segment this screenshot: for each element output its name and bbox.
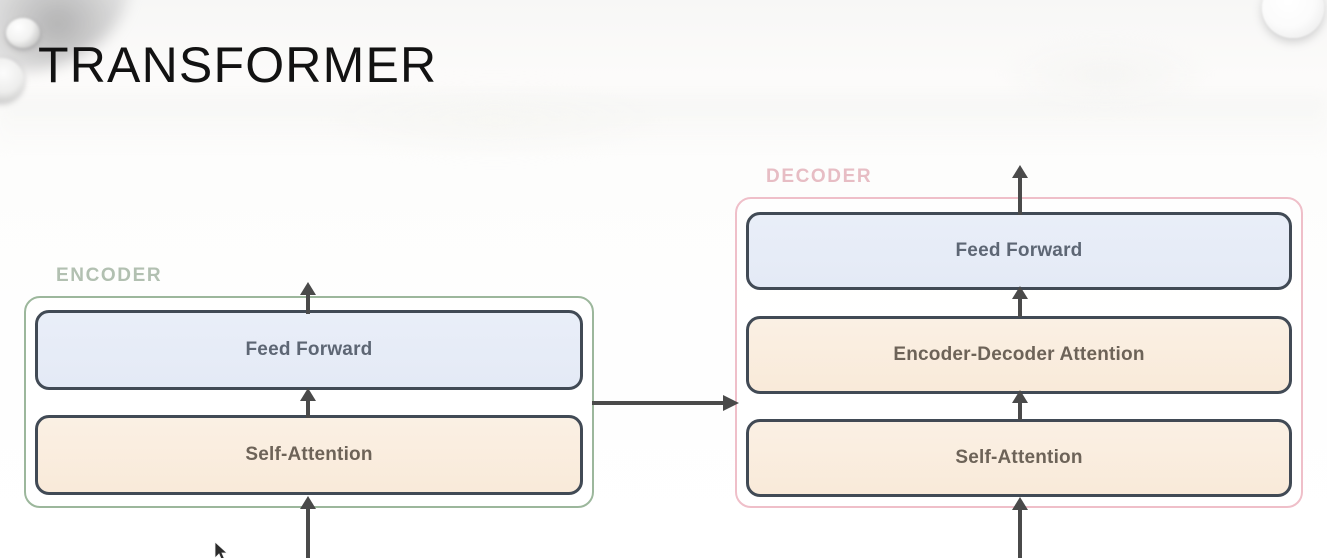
encoder-self-attention-label: Self-Attention (245, 444, 373, 465)
background-band (0, 96, 1327, 148)
background-bead-upper-left (6, 18, 40, 48)
mouse-pointer (214, 541, 230, 558)
background-bead-left-edge (0, 58, 24, 102)
encoder-self-attention-block[interactable]: Self-Attention (35, 415, 583, 495)
encoder-to-decoder-arrow (592, 393, 740, 413)
encoder-feed-forward-label: Feed Forward (245, 339, 373, 360)
encoder-label: ENCODER (56, 265, 163, 286)
background-haze-right (1000, 40, 1210, 110)
decoder-self-attention-label: Self-Attention (955, 447, 1083, 468)
decoder-feed-forward-block[interactable]: Feed Forward (746, 212, 1292, 290)
decoder-label: DECODER (766, 166, 873, 187)
decoder-encoder-decoder-attention-label: Encoder-Decoder Attention (893, 344, 1145, 365)
decoder-self-attention-block[interactable]: Self-Attention (746, 419, 1292, 497)
decoder-feed-forward-label: Feed Forward (955, 240, 1083, 261)
background-haze-center (330, 88, 660, 152)
decoder-encoder-decoder-attention-block[interactable]: Encoder-Decoder Attention (746, 316, 1292, 394)
background-object-top-right (1262, 0, 1324, 38)
page-title: TRANSFORMER (38, 37, 438, 93)
encoder-feed-forward-block[interactable]: Feed Forward (35, 310, 583, 390)
